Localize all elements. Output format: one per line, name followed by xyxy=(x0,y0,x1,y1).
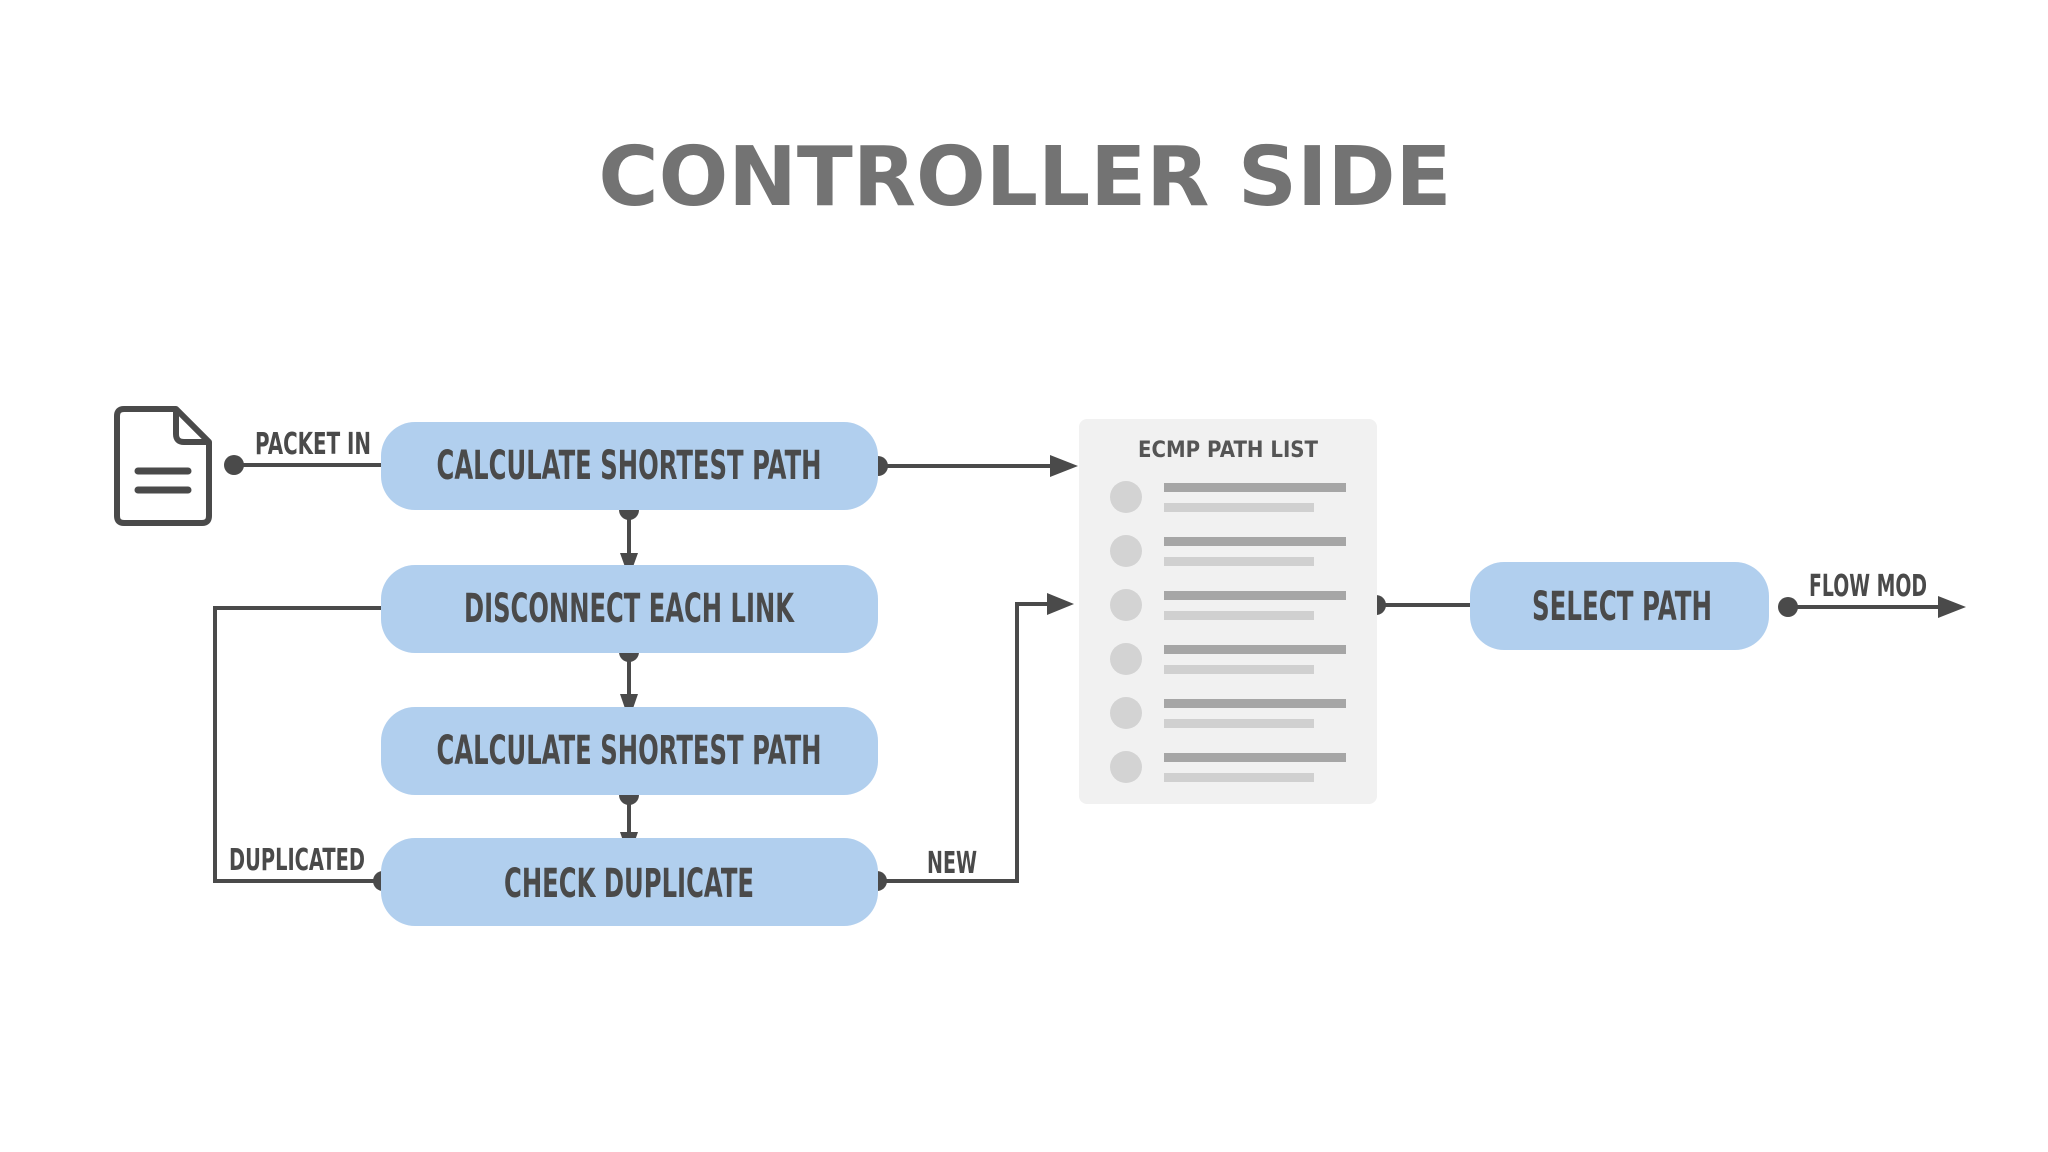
ecmp-path-item xyxy=(1110,535,1346,567)
ecmp-path-item xyxy=(1110,751,1346,783)
node-calculate-shortest-path-1: CALCULATE SHORTEST PATH xyxy=(381,422,878,510)
node-label: CHECK DUPLICATE xyxy=(504,861,754,907)
edge-label-flow-mod: FLOW MOD xyxy=(1809,569,1927,604)
ecmp-item-line-primary xyxy=(1164,483,1346,492)
ecmp-item-line-secondary xyxy=(1164,719,1314,728)
node-label: DISCONNECT EACH LINK xyxy=(464,586,795,632)
ecmp-path-item xyxy=(1110,643,1346,675)
node-label: CALCULATE SHORTEST PATH xyxy=(437,443,822,489)
ecmp-item-line-secondary xyxy=(1164,773,1314,782)
ecmp-path-items xyxy=(1110,481,1346,783)
ecmp-item-line-primary xyxy=(1164,753,1346,762)
ecmp-path-item xyxy=(1110,697,1346,729)
node-select-path: SELECT PATH xyxy=(1470,562,1769,650)
ecmp-item-bullet xyxy=(1110,697,1142,729)
ecmp-item-line-primary xyxy=(1164,645,1346,654)
node-check-duplicate: CHECK DUPLICATE xyxy=(381,838,878,926)
ecmp-item-line-secondary xyxy=(1164,503,1314,512)
ecmp-item-line-primary xyxy=(1164,537,1346,546)
ecmp-item-line-primary xyxy=(1164,591,1346,600)
edge-label-new: NEW xyxy=(927,846,977,881)
ecmp-item-bullet xyxy=(1110,643,1142,675)
document-icon xyxy=(114,406,212,526)
ecmp-item-line-secondary xyxy=(1164,557,1314,566)
ecmp-item-bullet xyxy=(1110,589,1142,621)
ecmp-path-item xyxy=(1110,481,1346,513)
ecmp-path-list-title: ECMP PATH LIST xyxy=(1138,438,1318,463)
node-disconnect-each-link: DISCONNECT EACH LINK xyxy=(381,565,878,653)
edge-label-duplicated: DUPLICATED xyxy=(229,843,365,878)
node-label: CALCULATE SHORTEST PATH xyxy=(437,728,822,774)
ecmp-item-line-secondary xyxy=(1164,611,1314,620)
ecmp-item-bullet xyxy=(1110,751,1142,783)
ecmp-item-line-secondary xyxy=(1164,665,1314,674)
edge-duplicated-loop xyxy=(213,606,388,883)
edge-label-packet-in: PACKET IN xyxy=(255,427,371,462)
diagram-title: CONTROLLER SIDE xyxy=(598,130,1451,225)
ecmp-path-item xyxy=(1110,589,1346,621)
edge-new-to-list xyxy=(877,602,1050,883)
ecmp-item-line-primary xyxy=(1164,699,1346,708)
ecmp-item-bullet xyxy=(1110,481,1142,513)
ecmp-item-bullet xyxy=(1110,535,1142,567)
ecmp-path-list: ECMP PATH LIST xyxy=(1079,419,1377,804)
node-label: SELECT PATH xyxy=(1532,584,1712,630)
node-calculate-shortest-path-2: CALCULATE SHORTEST PATH xyxy=(381,707,878,795)
